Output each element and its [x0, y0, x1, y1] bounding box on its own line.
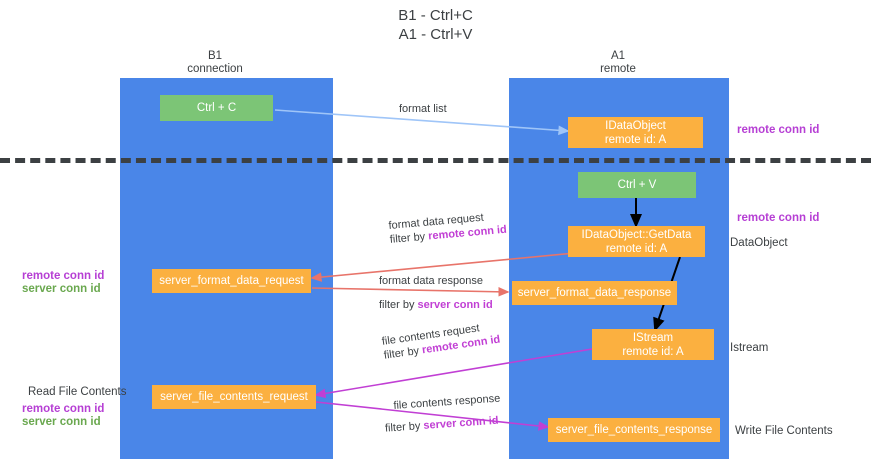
- edge-label-file-contents-request: file contents request filter by remote c…: [381, 319, 501, 363]
- edge-label-format-data-response-line1: format data response: [379, 275, 483, 287]
- node-getdata-sub: remote id: A: [605, 242, 668, 255]
- node-ctrl-v-label: Ctrl + V: [617, 179, 657, 191]
- node-server-format-data-request-label: server_format_data_request: [159, 275, 304, 287]
- annotation-remote-conn-id-top: remote conn id: [737, 124, 820, 136]
- column-header-b1: B1 connection: [187, 50, 243, 75]
- node-istream-label: IStream: [632, 331, 674, 344]
- annotation-left-server-conn-id-1: server conn id: [22, 283, 101, 295]
- filter-by-text: filter by: [379, 299, 418, 311]
- node-server-file-contents-request-label: server_file_contents_request: [160, 391, 308, 403]
- edge-label-format-list-line1: format list: [399, 103, 447, 115]
- node-ctrl-c[interactable]: Ctrl + C: [160, 95, 273, 121]
- node-ctrl-c-label: Ctrl + C: [196, 102, 237, 114]
- node-server-file-contents-response-label: server_file_contents_response: [555, 424, 713, 436]
- filter-by-text: filter by: [384, 419, 424, 435]
- node-server-format-data-request[interactable]: server_format_data_request: [152, 269, 311, 293]
- node-idataobject-label: IDataObject: [605, 119, 666, 132]
- filter-by-text: filter by: [383, 344, 423, 362]
- filter-key-server-conn-id: server conn id: [423, 414, 499, 432]
- page-title: B1 - Ctrl+C A1 - Ctrl+V: [398, 7, 473, 43]
- node-getdata-label: IDataObject::GetData: [581, 228, 692, 241]
- edge-label-format-data-response-line2: filter by server conn id: [379, 298, 493, 312]
- edge-label-format-list: format list: [399, 102, 447, 116]
- node-idataobject-sub: remote id: A: [604, 133, 667, 146]
- node-idataobject[interactable]: IDataObject remote id: A: [568, 117, 703, 148]
- annotation-dataobject: DataObject: [730, 237, 788, 249]
- node-istream[interactable]: IStream remote id: A: [592, 329, 714, 360]
- edge-label-format-data-request: format data request filter by remote con…: [388, 209, 507, 247]
- phase-separator: [0, 158, 871, 163]
- filter-by-text: filter by: [389, 230, 429, 246]
- node-istream-sub: remote id: A: [622, 345, 684, 358]
- node-getdata[interactable]: IDataObject::GetData remote id: A: [568, 226, 705, 257]
- node-server-file-contents-response[interactable]: server_file_contents_response: [548, 418, 720, 442]
- annotation-write-file-contents: Write File Contents: [735, 425, 833, 437]
- column-header-a1: A1 remote: [600, 50, 636, 75]
- edge-label-file-contents-response-line2: filter by server conn id: [385, 413, 503, 435]
- node-server-format-data-response[interactable]: server_format_data_response: [512, 281, 677, 305]
- node-server-format-data-response-label: server_format_data_response: [517, 287, 672, 299]
- annotation-istream: Istream: [730, 342, 769, 354]
- edge-label-format-data-response: format data response filter by server co…: [379, 274, 493, 312]
- edge-label-file-contents-response: file contents response filter by server …: [385, 392, 502, 435]
- annotation-left-remote-conn-id-2: remote conn id: [22, 403, 105, 415]
- annotation-remote-conn-id-middle: remote conn id: [737, 212, 820, 224]
- node-ctrl-v[interactable]: Ctrl + V: [578, 172, 696, 198]
- annotation-left-remote-conn-id-1: remote conn id: [22, 270, 105, 282]
- annotation-read-file-contents: Read File Contents: [28, 386, 127, 398]
- node-server-file-contents-request[interactable]: server_file_contents_request: [152, 385, 316, 409]
- annotation-left-server-conn-id-2: server conn id: [22, 416, 101, 428]
- filter-key-server-conn-id: server conn id: [417, 299, 493, 311]
- edge-label-file-contents-response-line1: file contents response: [393, 392, 501, 412]
